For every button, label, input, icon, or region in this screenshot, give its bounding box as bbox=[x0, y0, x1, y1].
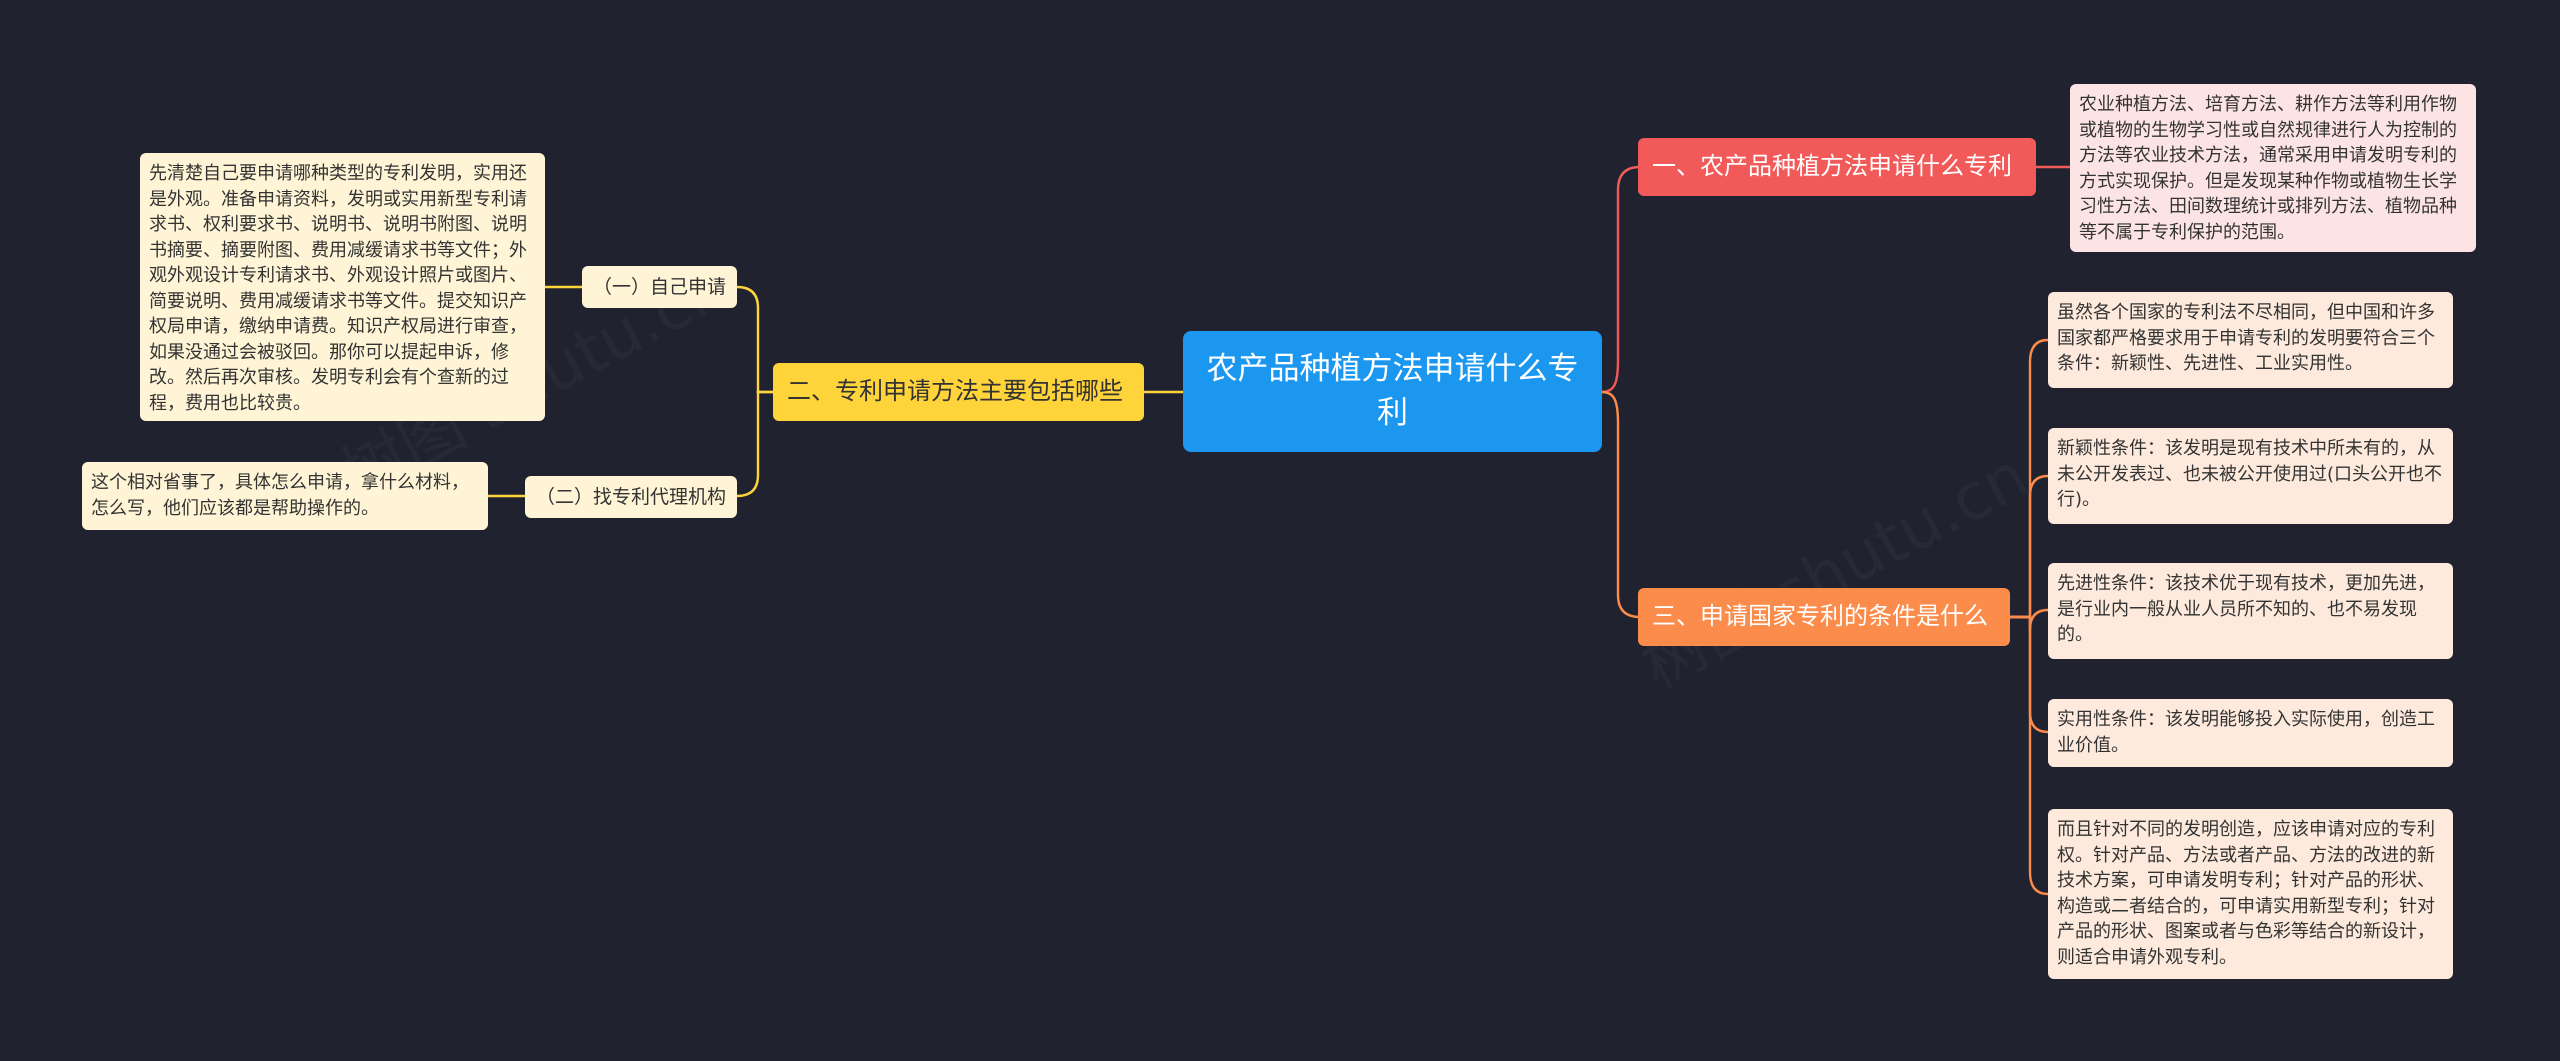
link-branch3-leaf2 bbox=[2008, 474, 2050, 619]
branch-2-sub-1-detail[interactable]: 先清楚自己要申请哪种类型的专利发明，实用还是外观。准备申请资料，发明或实用新型专… bbox=[140, 153, 545, 421]
branch-3-leaf-4[interactable]: 实用性条件：该发明能够投入实际使用，创造工业价值。 bbox=[2048, 699, 2453, 767]
branch-2-topic[interactable]: 二、专利申请方法主要包括哪些 bbox=[773, 363, 1144, 421]
link-branch2-sub2 bbox=[735, 390, 775, 498]
link-branch2-sub1 bbox=[735, 285, 775, 394]
link-branch3-leaf5 bbox=[2008, 615, 2050, 896]
link-branch3-leaf1 bbox=[2008, 338, 2050, 619]
link-root-branch3 bbox=[1600, 390, 1641, 619]
branch-1-topic[interactable]: 一、农产品种植方法申请什么专利 bbox=[1638, 138, 2036, 196]
branch-3-topic[interactable]: 三、申请国家专利的条件是什么 bbox=[1638, 588, 2010, 646]
branch-2-sub-1[interactable]: （一）自己申请 bbox=[582, 266, 737, 308]
branch-3-leaf-3[interactable]: 先进性条件：该技术优于现有技术，更加先进，是行业内一般从业人员所不知的、也不易发… bbox=[2048, 563, 2453, 659]
root-topic[interactable]: 农产品种植方法申请什么专利 bbox=[1183, 331, 1602, 452]
branch-2-sub-2-detail[interactable]: 这个相对省事了，具体怎么申请，拿什么材料，怎么写，他们应该都是帮助操作的。 bbox=[82, 462, 488, 530]
branch-2-sub-2[interactable]: （二）找专利代理机构 bbox=[525, 476, 737, 518]
link-root-branch1 bbox=[1600, 165, 1641, 394]
branch-3-leaf-2[interactable]: 新颖性条件：该发明是现有技术中所未有的，从未公开发表过、也未被公开使用过(口头公… bbox=[2048, 428, 2453, 524]
branch-1-leaf[interactable]: 农业种植方法、培育方法、耕作方法等利用作物或植物的生物学习性或自然规律进行人为控… bbox=[2070, 84, 2476, 252]
branch-3-leaf-1[interactable]: 虽然各个国家的专利法不尽相同，但中国和许多国家都严格要求用于申请专利的发明要符合… bbox=[2048, 292, 2453, 388]
branch-3-leaf-5[interactable]: 而且针对不同的发明创造，应该申请对应的专利权。针对产品、方法或者产品、方法的改进… bbox=[2048, 809, 2453, 979]
